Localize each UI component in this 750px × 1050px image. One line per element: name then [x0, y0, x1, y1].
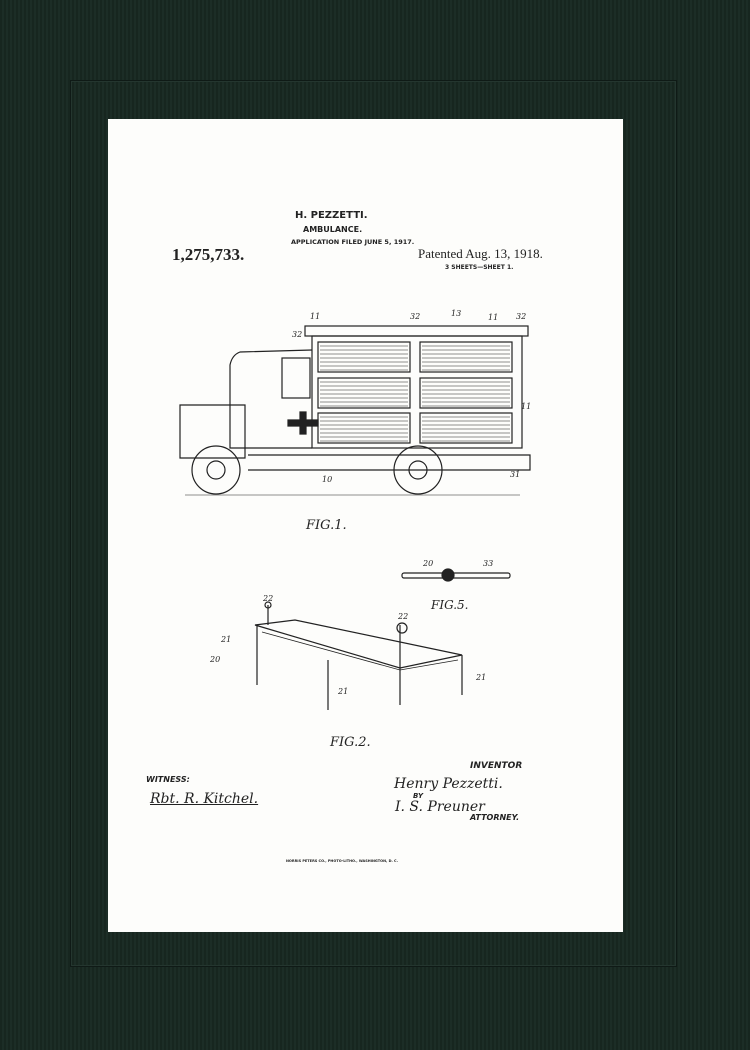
front-wheel — [191, 445, 241, 495]
application-date: APPLICATION FILED JUNE 5, 1917. — [291, 238, 415, 246]
patented-date: Patented Aug. 13, 1918. — [418, 246, 543, 261]
ref-numeral: 20 — [210, 655, 221, 664]
body-box — [311, 335, 523, 449]
mat-bevel — [70, 80, 677, 967]
attorney-label: ATTORNEY. — [470, 813, 520, 822]
fig2-stretcher-drawing — [254, 601, 463, 710]
by-label: BY — [413, 792, 424, 800]
ref-numeral: 20 — [423, 559, 434, 568]
witness-label: WITNESS: — [146, 775, 190, 784]
ref-numeral: 32 — [292, 330, 303, 339]
ref-numeral: 31 — [510, 470, 521, 479]
ref-numeral: 21 — [476, 673, 487, 682]
ref-numeral: 32 — [410, 312, 421, 321]
hood — [179, 404, 246, 459]
roof — [304, 325, 529, 337]
body-panels — [317, 341, 513, 444]
chassis — [248, 454, 531, 471]
fig2-label: FIG.2. — [330, 735, 371, 750]
rear-wheel — [393, 445, 443, 495]
ref-numeral: 10 — [322, 475, 333, 484]
witness-signature: Rbt. R. Kitchel. — [150, 791, 259, 807]
fig5-detail-drawing — [401, 568, 511, 582]
ref-numeral: 22 — [263, 594, 274, 603]
fig1-ambulance-drawing — [179, 325, 531, 496]
ref-numeral: 21 — [338, 687, 349, 696]
attorney-signature: I. S. Preuner — [395, 799, 485, 815]
ref-numeral: 21 — [221, 635, 232, 644]
fig5-label: FIG.5. — [431, 598, 469, 612]
ref-numeral: 32 — [516, 312, 527, 321]
printer-credit: NORRIS PETERS CO., PHOTO-LITHO., WASHING… — [286, 859, 398, 863]
ref-numeral: 33 — [483, 559, 494, 568]
inventor-name-heading: H. PEZZETTI. — [295, 210, 368, 221]
cab — [229, 349, 313, 449]
patent-drawings — [179, 325, 531, 710]
ref-numeral: 11 — [310, 312, 321, 321]
cab-window — [281, 357, 311, 399]
fig1-label: FIG.1. — [306, 518, 347, 533]
patent-title: AMBULANCE. — [303, 225, 363, 234]
ref-numeral: 22 — [398, 612, 409, 621]
sheet-count: 3 SHEETS—SHEET 1. — [445, 264, 514, 271]
inventor-label: INVENTOR — [470, 761, 523, 771]
patent-number: 1,275,733. — [172, 245, 245, 264]
patent-print: H. PEZZETTI. AMBULANCE. APPLICATION FILE… — [108, 119, 623, 932]
inventor-signature: Henry Pezzetti. — [394, 776, 503, 792]
ref-numeral: 13 — [451, 309, 462, 318]
red-cross-emblem — [287, 411, 319, 435]
ref-numeral: 11 — [488, 313, 499, 322]
ref-numeral: 11 — [521, 402, 532, 411]
